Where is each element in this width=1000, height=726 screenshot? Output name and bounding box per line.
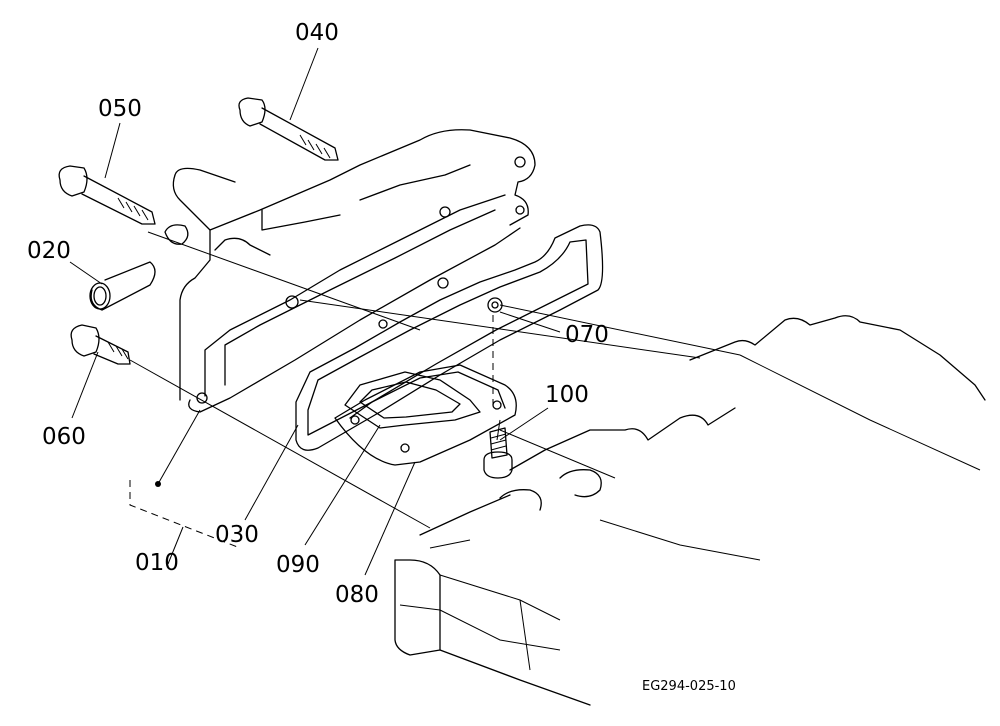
label-030: 030 bbox=[215, 522, 259, 548]
bolt-050 bbox=[58, 165, 156, 225]
assembly-bracket-010 bbox=[129, 409, 241, 565]
bolt-100 bbox=[483, 427, 513, 479]
label-010: 010 bbox=[135, 550, 179, 576]
part-labels: 040 050 020 070 100 060 030 010 090 080 … bbox=[27, 20, 736, 694]
engine-block bbox=[394, 315, 986, 706]
gasket-030 bbox=[295, 224, 604, 451]
flange-housing bbox=[164, 129, 536, 413]
alignment-lines bbox=[129, 231, 741, 529]
label-020: 020 bbox=[27, 238, 71, 264]
figure-code: EG294-025-10 bbox=[642, 679, 736, 694]
label-040: 040 bbox=[295, 20, 339, 46]
label-090: 090 bbox=[276, 552, 320, 578]
label-100: 100 bbox=[545, 382, 589, 408]
label-060: 060 bbox=[42, 424, 86, 450]
leader-lines bbox=[69, 47, 561, 576]
cover-plate-080 bbox=[334, 364, 517, 466]
label-070: 070 bbox=[565, 322, 609, 348]
label-050: 050 bbox=[98, 96, 142, 122]
bolt-060 bbox=[70, 324, 131, 365]
bolt-040 bbox=[238, 97, 339, 161]
gasket-090 bbox=[344, 371, 481, 429]
pipe-020 bbox=[89, 261, 156, 311]
label-080: 080 bbox=[335, 582, 379, 608]
